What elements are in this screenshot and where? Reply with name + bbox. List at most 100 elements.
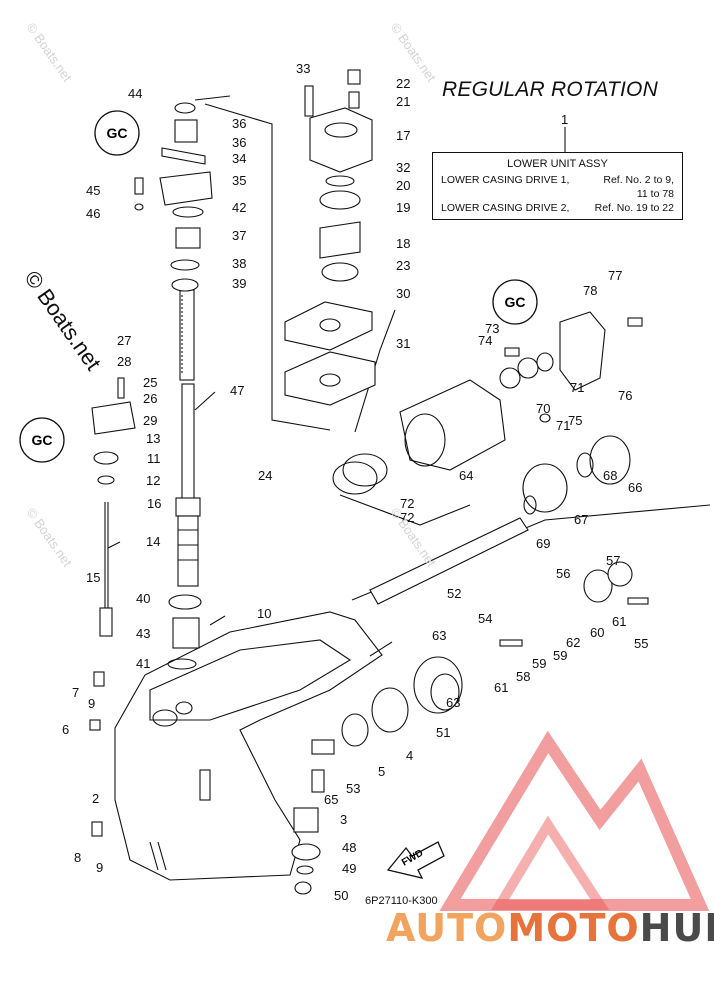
part-label-75: 75 — [568, 413, 582, 428]
shim-68 — [523, 495, 537, 515]
part-label-74: 74 — [478, 333, 492, 348]
part-label-35: 35 — [232, 173, 246, 188]
part-label-21: 21 — [396, 94, 410, 109]
sleeve-39 — [171, 278, 199, 292]
part-label-59: 59 — [553, 648, 567, 663]
part-label-23: 23 — [396, 258, 410, 273]
part-label-31: 31 — [396, 336, 410, 351]
part-label-61: 61 — [494, 680, 508, 695]
group-bracket-line — [339, 494, 471, 526]
box-line3-left: LOWER CASING DRIVE 2, — [441, 202, 570, 214]
part-label-30: 30 — [396, 286, 410, 301]
plug-8 — [91, 821, 103, 837]
part-label-4: 4 — [406, 748, 413, 763]
part-label-62: 62 — [566, 635, 580, 650]
part-label-63: 63 — [446, 695, 460, 710]
part-label-73: 73 — [485, 321, 499, 336]
part-label-38: 38 — [232, 256, 246, 271]
part-label-56: 56 — [556, 566, 570, 581]
part-label-48: 48 — [342, 840, 356, 855]
part-label-64: 64 — [459, 468, 473, 483]
part-label-13: 13 — [146, 431, 160, 446]
part-label-36: 36 — [232, 116, 246, 131]
brand-part2: MOTO — [507, 906, 640, 950]
shift-rod-14 — [99, 502, 113, 637]
bearing-51 — [430, 673, 460, 711]
part-label-49: 49 — [342, 861, 356, 876]
part-label-11: 11 — [147, 451, 161, 466]
part-label-37: 37 — [232, 228, 246, 243]
part-label-55: 55 — [634, 636, 648, 651]
washer-49 — [296, 865, 314, 875]
oil-seal-36 — [174, 119, 198, 143]
part-label-8: 8 — [74, 850, 81, 865]
part-label-20: 20 — [396, 178, 410, 193]
part-label-5: 5 — [378, 764, 385, 779]
part-label-24: 24 — [258, 468, 272, 483]
gc-seal-label: GC — [32, 432, 53, 448]
sleeve-21 — [348, 91, 360, 109]
nut-50 — [294, 881, 312, 895]
part-label-45: 45 — [86, 183, 100, 198]
washer-46 — [134, 203, 144, 211]
part-label-59: 59 — [532, 656, 546, 671]
part-label-22: 22 — [396, 76, 410, 91]
part-label-60: 60 — [590, 625, 604, 640]
part-label-39: 39 — [232, 276, 246, 291]
part-label-50: 50 — [334, 888, 348, 903]
magnet-6 — [89, 719, 101, 731]
part-label-33: 33 — [296, 61, 310, 76]
part-label-9: 9 — [96, 860, 103, 875]
impeller-23 — [321, 262, 359, 282]
bearing-4 — [371, 687, 409, 733]
outer-plate-30 — [284, 301, 373, 351]
sleeve-65 — [311, 769, 325, 793]
bearing-40 — [168, 594, 202, 610]
part-label-53: 53 — [346, 781, 360, 796]
oring-72b — [332, 461, 378, 495]
boot-11 — [93, 451, 119, 465]
bolt-45 — [134, 177, 144, 195]
part-label-47: 47 — [230, 383, 244, 398]
part-label-43: 43 — [136, 626, 150, 641]
part-label-36: 36 — [232, 135, 246, 150]
part-label-40: 40 — [136, 591, 150, 606]
plug-7 — [93, 671, 105, 687]
part-label-2: 2 — [92, 791, 99, 806]
assembly-info-box: LOWER UNIT ASSY LOWER CASING DRIVE 1, Re… — [432, 152, 683, 220]
gc-seal-callout — [19, 110, 538, 463]
bolt-77 — [627, 317, 643, 327]
part-label-28: 28 — [117, 354, 131, 369]
part-label-72: 72 — [400, 496, 414, 511]
shim-38 — [170, 259, 200, 271]
box-line3-right: Ref. No. 19 to 22 — [594, 202, 674, 214]
bolt-75 — [539, 413, 551, 423]
part-label-6: 6 — [62, 722, 69, 737]
pin-55 — [627, 597, 649, 605]
bolt-73 — [504, 347, 520, 357]
part-label-63: 63 — [432, 628, 446, 643]
bolt-33 — [304, 85, 314, 117]
part-label-68: 68 — [603, 468, 617, 483]
oil-seal-71b — [517, 357, 539, 379]
brand-part3: HUB — [639, 906, 714, 950]
bearing-3 — [293, 807, 319, 833]
group-bracket-line — [354, 309, 396, 433]
gasket-34 — [161, 147, 206, 165]
part-label-9: 9 — [88, 696, 95, 711]
part-label-67: 67 — [574, 512, 588, 527]
part-label-78: 78 — [583, 283, 597, 298]
part-label-76: 76 — [618, 388, 632, 403]
part-label-7: 7 — [72, 685, 79, 700]
propeller-shaft-housing-64 — [399, 379, 506, 471]
assembly-ref-number: 1 — [561, 112, 568, 127]
shim-5 — [341, 713, 369, 747]
part-label-72: 72 — [400, 510, 414, 525]
part-label-70: 70 — [536, 401, 550, 416]
part-label-44: 44 — [128, 86, 142, 101]
oring-72a — [342, 453, 388, 487]
part-label-71: 71 — [570, 380, 584, 395]
page-title: REGULAR ROTATION — [442, 78, 658, 101]
